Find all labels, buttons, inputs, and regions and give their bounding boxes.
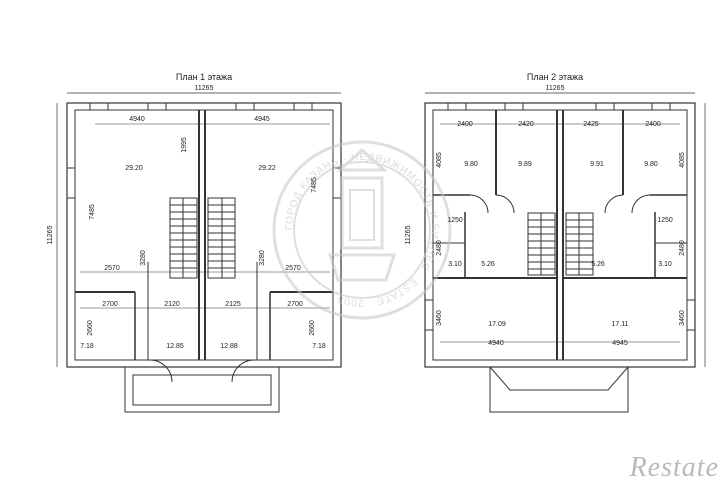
entry-door-right <box>231 359 255 383</box>
floor-1-porch <box>124 366 280 413</box>
floor-2-overall-width: 11265 <box>546 85 565 92</box>
dimension-label: 2400 <box>457 121 473 128</box>
window <box>147 102 167 111</box>
dimension-label: 2700 <box>102 301 118 308</box>
dimension-label: 4945 <box>612 340 628 347</box>
window <box>595 102 615 111</box>
dimension-label: 2480 <box>679 240 686 256</box>
dimension-label: 4085 <box>436 152 443 168</box>
room-area-label: 7.18 <box>80 343 94 350</box>
dimension-label: 2425 <box>583 121 599 128</box>
dimension-label: 1995 <box>181 137 188 153</box>
room-area-label: 29.22 <box>258 165 276 172</box>
floor-1-plan <box>56 92 342 413</box>
dimension-label: 2125 <box>225 301 241 308</box>
door-swing <box>495 194 515 214</box>
room-area-label: 12.85 <box>166 343 184 350</box>
dimension-label: 1250 <box>657 217 673 224</box>
room-area-label: 29.20 <box>125 165 143 172</box>
window <box>293 102 313 111</box>
window <box>332 167 342 199</box>
dimension-label: 4945 <box>254 116 270 123</box>
window <box>66 167 76 199</box>
dimension-label: 2400 <box>645 121 661 128</box>
room-area-label: 5.26 <box>481 261 495 268</box>
floor-1-stair-left <box>169 197 198 279</box>
floor-1-overall-height: 11265 <box>47 225 54 244</box>
dimension-label: 2420 <box>518 121 534 128</box>
dimension-label: 7485 <box>89 204 96 220</box>
floor-1-overall-width: 11265 <box>195 85 214 92</box>
room-area-label: 5.26 <box>591 261 605 268</box>
brand-watermark: Restate <box>629 452 719 483</box>
room-area-label: 17.09 <box>488 321 506 328</box>
floor-1-stair-right <box>207 197 236 279</box>
dimension-label: 3460 <box>436 310 443 326</box>
room-area-label: 9.80 <box>644 161 658 168</box>
entry-door-left <box>149 359 173 383</box>
room-area-label: 17.11 <box>612 321 629 328</box>
floor-2-inner-wall <box>432 109 688 361</box>
dimension-label: 1250 <box>447 217 463 224</box>
door-swing <box>631 194 651 214</box>
room-area-label: 3.10 <box>658 261 672 268</box>
floor-2-plan <box>424 92 706 413</box>
floor-2-roof-slope <box>489 366 629 391</box>
floor-2-roof-outline <box>489 367 629 413</box>
dimension-label: 7485 <box>311 177 318 193</box>
room-area-label: 9.89 <box>518 161 532 168</box>
room-area-label: 7.18 <box>312 343 326 350</box>
room-area-label: 12.88 <box>220 343 238 350</box>
floor-2-outer-wall <box>424 102 696 368</box>
floor-1-title: План 1 этажа <box>176 72 232 82</box>
floor-1-porch-inner <box>132 374 272 406</box>
dimension-label: 2570 <box>285 265 301 272</box>
floor-2-stair-left <box>527 212 556 276</box>
window <box>235 102 255 111</box>
door-swing <box>469 194 489 214</box>
floor-1-labels: План 1 этажа 11265 11265 4940 4945 1995 7485 74… <box>47 72 326 350</box>
room-area-label: 3.10 <box>448 261 462 268</box>
floor-2-stair-right <box>565 212 594 276</box>
window <box>504 102 524 111</box>
window <box>447 102 467 111</box>
dimension-label: 4085 <box>679 152 686 168</box>
window <box>686 299 696 331</box>
floor-2-title: План 2 этажа <box>527 72 583 82</box>
dimension-label: 2700 <box>287 301 303 308</box>
room-area-label: 9.80 <box>464 161 478 168</box>
watermark-seal: ГОРОД КАЗАНЬ · НЕДВИЖИМОСТЬ И БИЗНЕС · E… <box>272 140 452 320</box>
dimension-label: 2660 <box>309 320 316 336</box>
watermark-ring-text: ГОРОД КАЗАНЬ · НЕДВИЖИМОСТЬ И БИЗНЕС · E… <box>284 152 440 308</box>
dimension-label: 2120 <box>164 301 180 308</box>
dimension-label: 3280 <box>259 250 266 266</box>
floor-2-overall-height: 11265 <box>405 225 412 244</box>
floor-2-labels: План 2 этажа 11265 11265 2400 2420 2425 2400 40… <box>405 72 686 347</box>
dimension-label: 4940 <box>129 116 145 123</box>
window <box>424 299 434 331</box>
window <box>651 102 671 111</box>
dimension-label: 3460 <box>679 310 686 326</box>
dimension-label: 3280 <box>140 250 147 266</box>
dimension-label: 2570 <box>104 265 120 272</box>
window <box>89 102 109 111</box>
dimension-label: 4940 <box>488 340 504 347</box>
door-swing <box>604 194 624 214</box>
dimension-label: 2660 <box>87 320 94 336</box>
room-area-label: 9.91 <box>590 161 604 168</box>
dimension-label: 2480 <box>436 240 443 256</box>
